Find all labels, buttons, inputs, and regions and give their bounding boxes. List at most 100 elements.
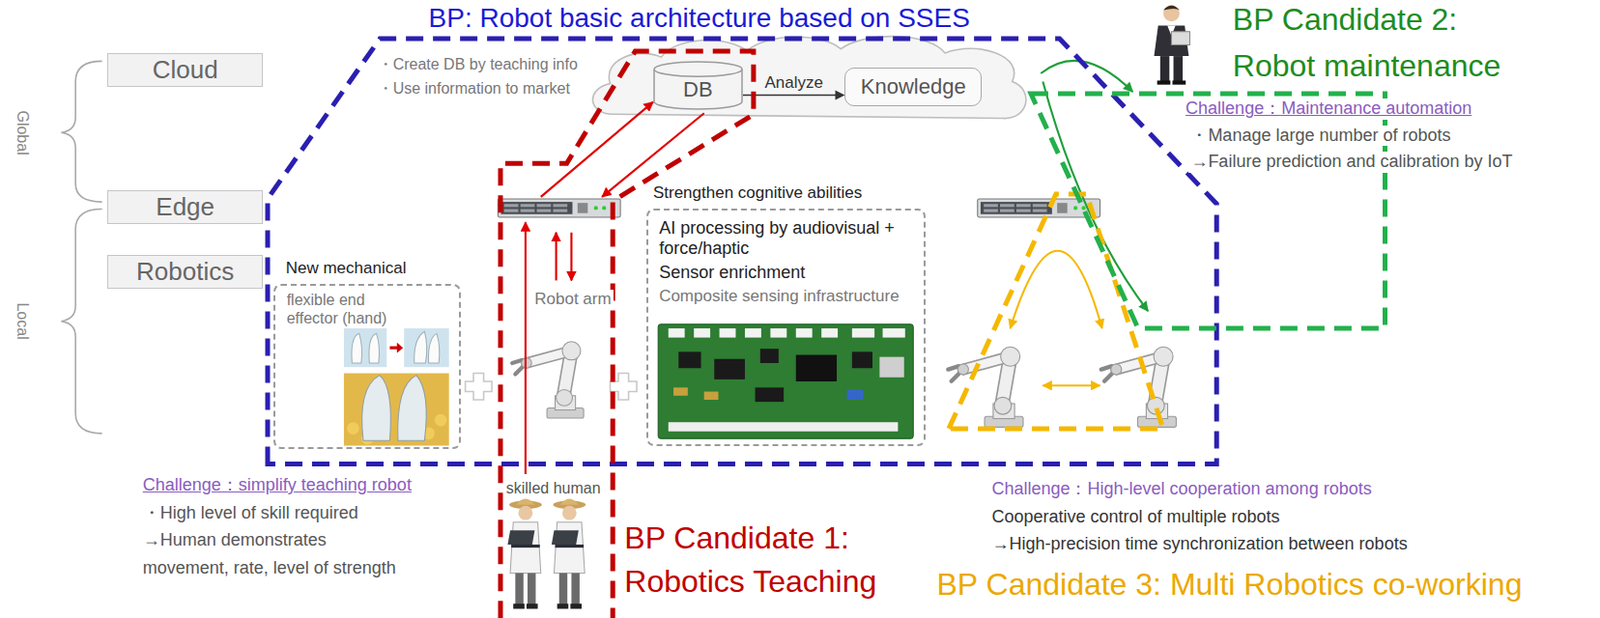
- hand-photo: [343, 328, 387, 368]
- circuit-board-photo: [673, 387, 688, 396]
- businessman-icon: [1173, 56, 1184, 83]
- region-title: BP Candidate 1:: [624, 520, 849, 557]
- circuit-board-photo: [755, 387, 785, 402]
- edge-label: Analyze: [762, 73, 825, 93]
- feature-heading: New mechanical: [285, 258, 407, 279]
- hand-photo: [403, 328, 449, 368]
- feature-box: New mechanicalflexible end effector (han…: [273, 284, 461, 450]
- note-label: Challenge：simplify teaching robot: [141, 475, 414, 497]
- hand-photo: [428, 333, 439, 364]
- region-title: Robot maintenance: [1232, 48, 1502, 85]
- hand-photo: [389, 346, 398, 350]
- circuit-board-photo: [883, 328, 906, 339]
- circuit-board-photo: [852, 351, 873, 369]
- cylinder-rim: [654, 69, 743, 78]
- hand-photo: [398, 375, 428, 442]
- region-title: Robotics Teaching: [624, 564, 877, 600]
- note-label: Challenge：High-level cooperation among r…: [989, 479, 1373, 501]
- connector-line: [742, 94, 838, 97]
- yellow-flow-arrow: [1010, 251, 1103, 329]
- feature-text: AI processing by audiovisual + force/hap…: [658, 218, 918, 260]
- database-cylinder: DB: [653, 60, 743, 111]
- feature-text: flexible end effector (hand): [286, 290, 413, 328]
- businessman-icon: [1160, 56, 1171, 83]
- layer-bracket: [60, 209, 102, 434]
- feature-text: Sensor enrichment: [658, 262, 924, 285]
- circuit-board-photo: [714, 359, 745, 380]
- edge-server-icon: [497, 199, 621, 218]
- circuit-board-photo: [879, 357, 904, 378]
- region-title: BP: Robot basic architecture based on SS…: [428, 2, 971, 34]
- businessman-icon: [1157, 80, 1172, 85]
- businessman-icon: [1163, 5, 1180, 11]
- note-label: →Human demonstrates: [141, 530, 329, 552]
- node-label: DB: [683, 78, 714, 102]
- hand-photo: [414, 331, 428, 364]
- layer-bracket: [60, 60, 102, 202]
- hand-photo: [362, 375, 392, 442]
- circuit-board-photo: [796, 328, 813, 339]
- note-label: Local: [13, 301, 32, 343]
- businessman-icon: [1171, 31, 1190, 46]
- circuit-board-photo: [657, 324, 914, 439]
- feature-heading: Strengthen cognitive abilities: [653, 183, 862, 203]
- bp-region: BP Candidate 1:Robotics Teaching: [500, 51, 754, 618]
- circuit-board-photo: [668, 328, 686, 339]
- feature-box: Strengthen cognitive abilitiesAI process…: [646, 208, 926, 446]
- note-label: →Failure prediction and calibration by I…: [1188, 151, 1515, 173]
- note-label: Cooperative control of multiple robots: [989, 507, 1282, 529]
- red-flow-arrow: [570, 232, 572, 282]
- plus-sign: [465, 373, 492, 400]
- region-title: BP Candidate 3: Multi Robotics co-workin…: [937, 567, 1523, 603]
- note-label: Global: [13, 108, 32, 157]
- note-label: ・Create DB by teaching info: [375, 55, 580, 74]
- node-label: Robotics: [136, 257, 234, 286]
- skilled-human-icon: [507, 498, 542, 609]
- layer-tag: Edge: [107, 190, 264, 225]
- robot-arm-icon: [947, 346, 1024, 428]
- cylinder-body: [654, 61, 743, 110]
- layer-bracket: [60, 60, 102, 433]
- note-label: movement, rate, level of strength: [141, 558, 399, 580]
- circuit-board-photo: [770, 328, 787, 339]
- note-label: Robot arm: [532, 289, 613, 310]
- circuit-board-photo: [760, 348, 779, 364]
- businessman-icon: [1171, 80, 1186, 85]
- circuit-board-photo: [678, 351, 701, 369]
- hand-photo: [343, 328, 450, 446]
- cloud-shape: [592, 36, 1026, 119]
- note-label: ・Manage large number of robots: [1188, 125, 1453, 147]
- node-label: Edge: [155, 193, 215, 222]
- businessman-icon: [1163, 4, 1180, 22]
- region-border: [267, 38, 1217, 464]
- circuit-board-photo: [704, 392, 719, 400]
- note-label: skilled human: [504, 479, 603, 498]
- circuit-board-photo: [744, 328, 762, 339]
- hand-photo: [397, 342, 403, 354]
- note-label: ・Use information to market: [375, 79, 572, 98]
- note-label: ・High level of skill required: [141, 503, 361, 525]
- layer-tag: Robotics: [107, 255, 264, 289]
- arrowhead: [834, 90, 845, 101]
- circuit-board-photo: [719, 328, 737, 339]
- layer-tag: Cloud: [107, 53, 264, 87]
- hand-photo: [346, 422, 360, 435]
- yellow-flow-arrow: [1010, 251, 1103, 386]
- hand-photo: [434, 414, 448, 428]
- hand-photo: [369, 333, 380, 364]
- yellow-flow-arrow: [1042, 384, 1100, 387]
- note-label: Challenge：Maintenance automation: [1183, 98, 1474, 120]
- green-flow-arrow: [1040, 60, 1148, 312]
- circuit-board-photo: [796, 355, 837, 382]
- circuit-board-photo: [821, 328, 838, 339]
- note-label: →High-precision time synchronization bet…: [989, 534, 1409, 556]
- robot-arm-icon: [512, 342, 584, 419]
- circuit-board-photo: [693, 328, 711, 339]
- red-flow-arrow: [555, 232, 558, 282]
- hand-photo: [351, 333, 363, 364]
- feature-text: Composite sensing infrastructure: [658, 286, 924, 307]
- bp-region: BP: Robot basic architecture based on SS…: [267, 38, 1217, 464]
- red-flow-arrow: [524, 222, 527, 475]
- businessman-icon: [1153, 4, 1190, 85]
